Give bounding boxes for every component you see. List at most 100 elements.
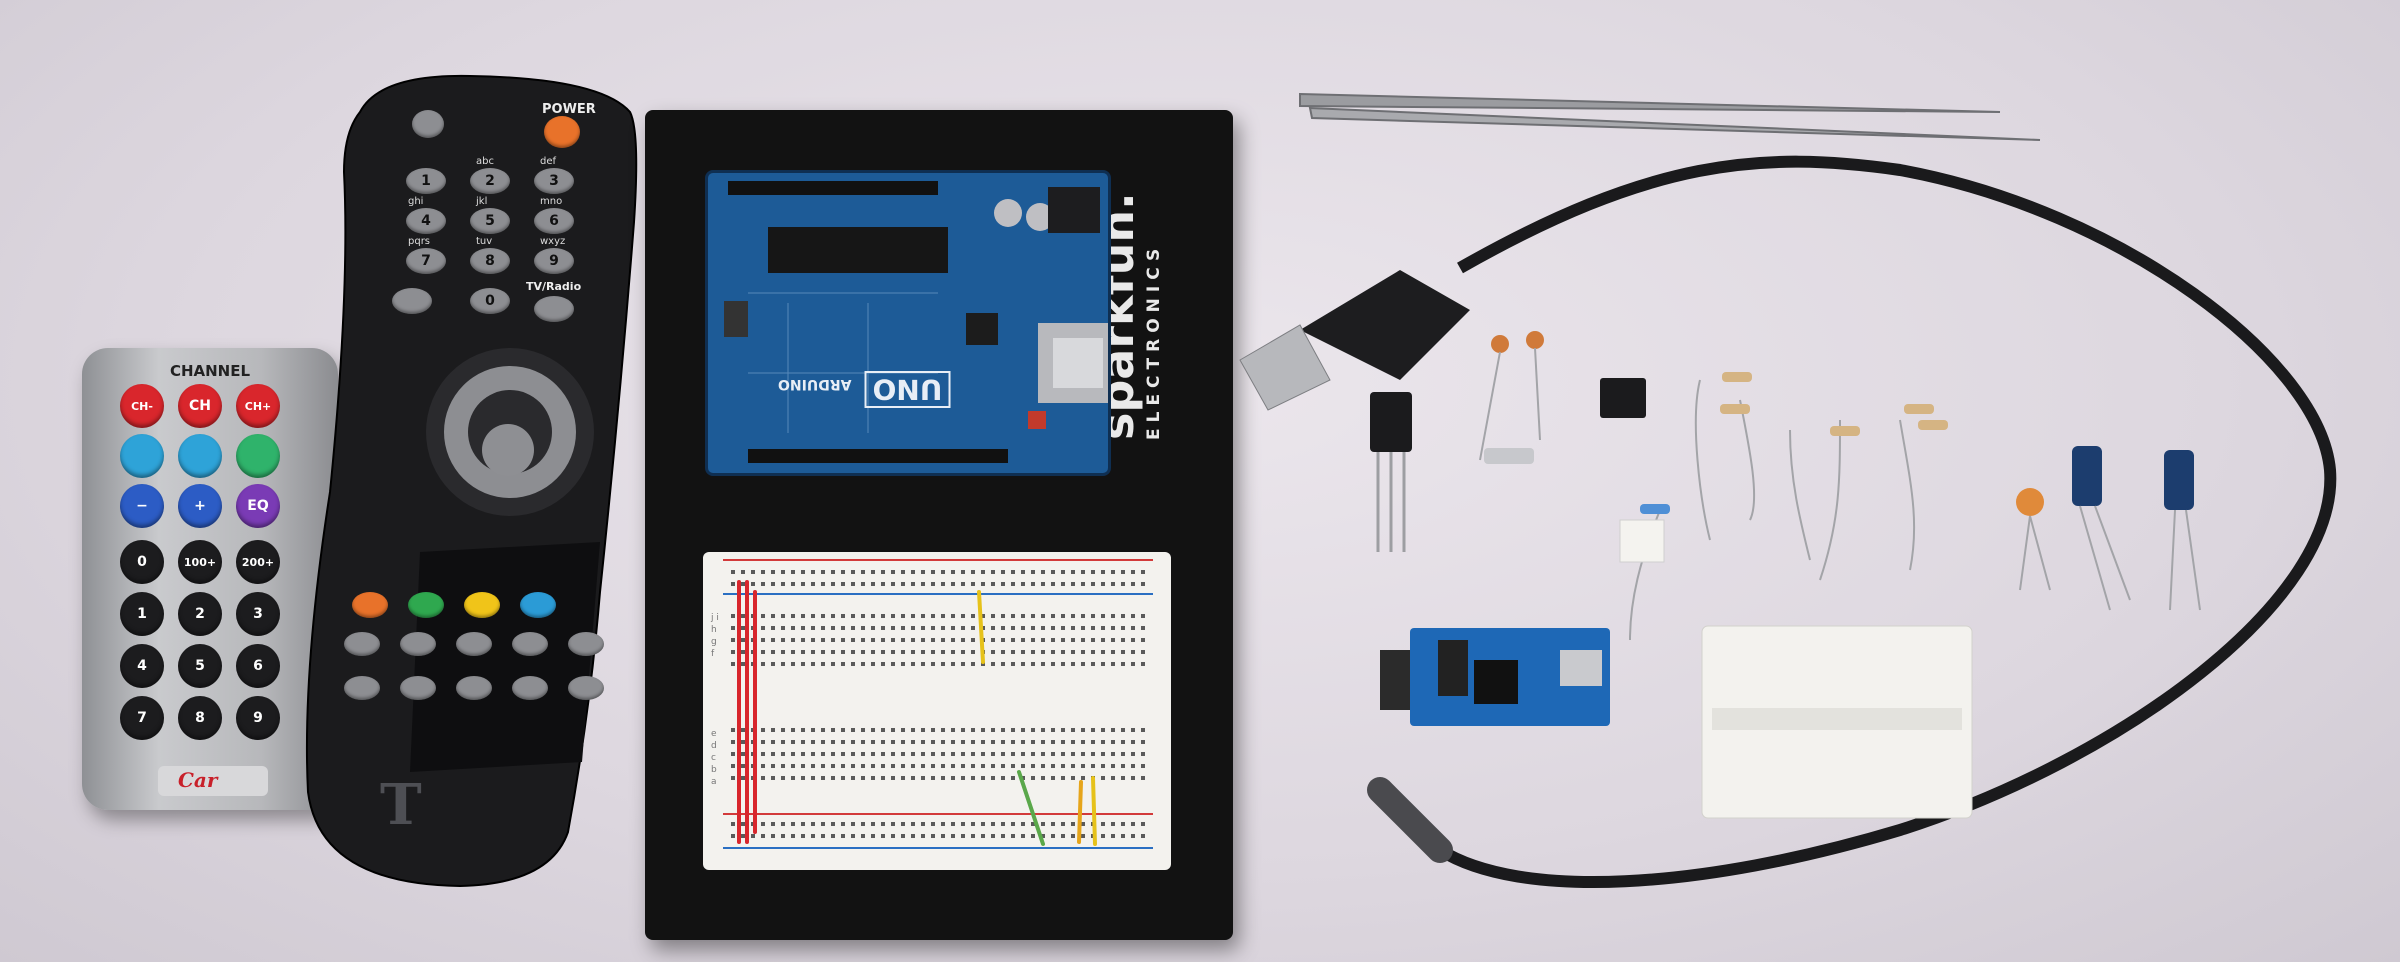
digit-button-5-label: 3 <box>253 606 263 622</box>
number-key-3[interactable]: 3 <box>534 168 574 194</box>
digit-button-3[interactable]: 1 <box>120 592 164 636</box>
breadboard-hole <box>921 662 925 666</box>
vol-button-0[interactable]: − <box>120 484 164 528</box>
color-key-2[interactable] <box>464 592 500 618</box>
breadboard-hole <box>1141 740 1145 744</box>
color-key-3[interactable] <box>520 592 556 618</box>
media-key-0[interactable] <box>344 632 380 656</box>
media-key-1[interactable] <box>400 632 436 656</box>
digit-button-9[interactable]: 7 <box>120 696 164 740</box>
media-key-9[interactable] <box>568 676 604 700</box>
breadboard-hole <box>991 570 995 574</box>
breadboard-hole <box>941 638 945 642</box>
ch-button-1-label: CH <box>189 398 211 414</box>
color-key-1[interactable] <box>408 592 444 618</box>
digit-button-4[interactable]: 2 <box>178 592 222 636</box>
breadboard-hole <box>811 662 815 666</box>
tv-remote-logo: T <box>380 772 422 838</box>
breadboard-hole <box>1041 834 1045 838</box>
breadboard-hole <box>781 570 785 574</box>
breadboard-hole <box>741 638 745 642</box>
breadboard-hole <box>821 570 825 574</box>
breadboard-hole <box>921 740 925 744</box>
electrolytic-capacitors <box>2072 446 2201 611</box>
breadboard-hole <box>1121 614 1125 618</box>
media-button-0[interactable] <box>120 434 164 478</box>
number-key-5[interactable]: 5 <box>470 208 510 234</box>
vol-button-1[interactable]: + <box>178 484 222 528</box>
breadboard-hole <box>851 822 855 826</box>
breadboard-hole <box>811 728 815 732</box>
number-key-0[interactable]: 0 <box>470 288 510 314</box>
digit-button-7[interactable]: 5 <box>178 644 222 688</box>
breadboard-hole <box>1101 570 1105 574</box>
number-key-4[interactable]: 4 <box>406 208 446 234</box>
breadboard-hole <box>1031 570 1035 574</box>
ch-button-2[interactable]: CH+ <box>236 384 280 428</box>
number-key-8[interactable]: 8 <box>470 248 510 274</box>
breadboard-hole <box>801 570 805 574</box>
breadboard-hole <box>831 662 835 666</box>
breadboard-hole <box>781 626 785 630</box>
back-key[interactable] <box>392 288 432 314</box>
ch-button-0[interactable]: CH- <box>120 384 164 428</box>
digit-button-0[interactable]: 0 <box>120 540 164 584</box>
breadboard-hole <box>1111 822 1115 826</box>
digit-button-10[interactable]: 8 <box>178 696 222 740</box>
arduino-model: UNO <box>864 371 951 408</box>
number-key-9[interactable]: 9 <box>534 248 574 274</box>
number-key-6[interactable]: 6 <box>534 208 574 234</box>
media-button-2[interactable] <box>236 434 280 478</box>
breadboard-hole <box>1071 776 1075 780</box>
breadboard-hole <box>801 834 805 838</box>
media-key-8[interactable] <box>512 676 548 700</box>
number-key-7[interactable]: 7 <box>406 248 446 274</box>
breadboard-hole <box>841 570 845 574</box>
breadboard-hole <box>871 638 875 642</box>
digit-button-1[interactable]: 100+ <box>178 540 222 584</box>
breadboard-hole <box>881 614 885 618</box>
number-key-1[interactable]: 1 <box>406 168 446 194</box>
media-key-6[interactable] <box>400 676 436 700</box>
media-key-2[interactable] <box>456 632 492 656</box>
breadboard-hole <box>931 650 935 654</box>
breadboard-hole <box>1141 822 1145 826</box>
tv-radio-key[interactable] <box>534 296 574 322</box>
media-key-3[interactable] <box>512 632 548 656</box>
media-key-4[interactable] <box>568 632 604 656</box>
power-button[interactable] <box>544 116 580 148</box>
ch-button-1[interactable]: CH <box>178 384 222 428</box>
breadboard-hole <box>791 570 795 574</box>
breadboard-hole <box>801 740 805 744</box>
digit-button-8[interactable]: 6 <box>236 644 280 688</box>
breadboard-hole <box>1011 834 1015 838</box>
breadboard-hole <box>1001 740 1005 744</box>
crystal-oscillator <box>1484 448 1534 464</box>
tv-top-button[interactable] <box>412 110 444 138</box>
number-key-8-label: 8 <box>485 253 495 269</box>
media-button-1[interactable] <box>178 434 222 478</box>
breadboard-hole <box>931 614 935 618</box>
breadboard-hole <box>981 570 985 574</box>
digit-button-3-label: 1 <box>137 606 147 622</box>
breadboard-hole <box>1001 662 1005 666</box>
breadboard-hole <box>1111 764 1115 768</box>
color-key-0[interactable] <box>352 592 388 618</box>
breadboard-hole <box>1081 614 1085 618</box>
breadboard-hole <box>851 728 855 732</box>
digit-button-6[interactable]: 4 <box>120 644 164 688</box>
breadboard-hole <box>1081 822 1085 826</box>
breadboard-hole <box>931 626 935 630</box>
breadboard-hole <box>1071 834 1075 838</box>
digit-button-5[interactable]: 3 <box>236 592 280 636</box>
breadboard-hole <box>891 740 895 744</box>
digit-button-11[interactable]: 9 <box>236 696 280 740</box>
tweezers <box>1299 92 2041 141</box>
vol-button-2[interactable]: EQ <box>236 484 280 528</box>
media-key-5[interactable] <box>344 676 380 700</box>
digit-button-2[interactable]: 200+ <box>236 540 280 584</box>
breadboard-hole <box>851 570 855 574</box>
breadboard-hole <box>741 752 745 756</box>
number-key-2[interactable]: 2 <box>470 168 510 194</box>
media-key-7[interactable] <box>456 676 492 700</box>
